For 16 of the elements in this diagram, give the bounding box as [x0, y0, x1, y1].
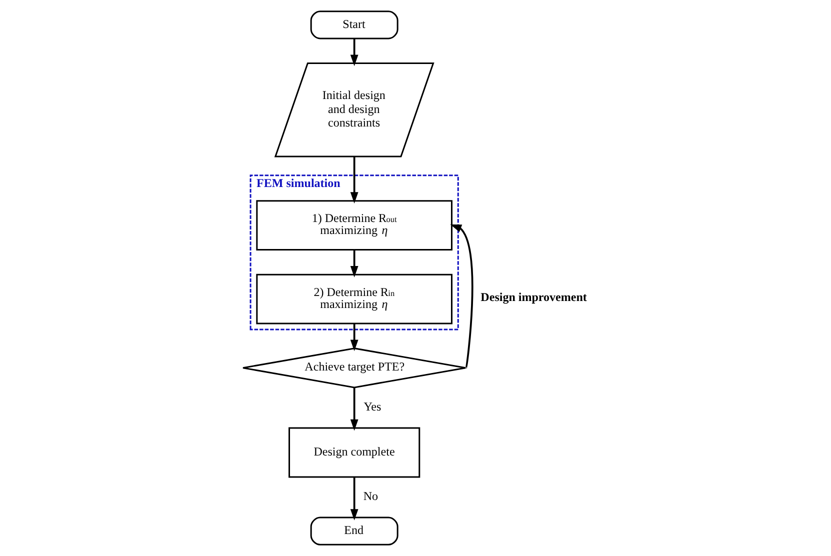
node-box: 1) Determine Rout maximizing η: [256, 200, 452, 251]
arrow: [350, 388, 358, 431]
node-box: Start: [310, 10, 398, 40]
arrow: [350, 38, 358, 66]
edge-label: Yes: [363, 400, 381, 414]
node-box: Design complete: [288, 427, 420, 478]
node-box: End: [310, 516, 398, 546]
arrow: [350, 324, 358, 352]
arrow: [350, 156, 358, 204]
edge-label: No: [362, 489, 378, 504]
edge-label: Design improvement: [480, 290, 586, 304]
arrow: [450, 224, 473, 368]
arrow: [350, 250, 358, 278]
node-box: 2) Determine Rin maximizing η: [256, 274, 452, 324]
node-diamond: Achieve target PTE?: [242, 348, 466, 388]
arrow: [350, 477, 358, 520]
